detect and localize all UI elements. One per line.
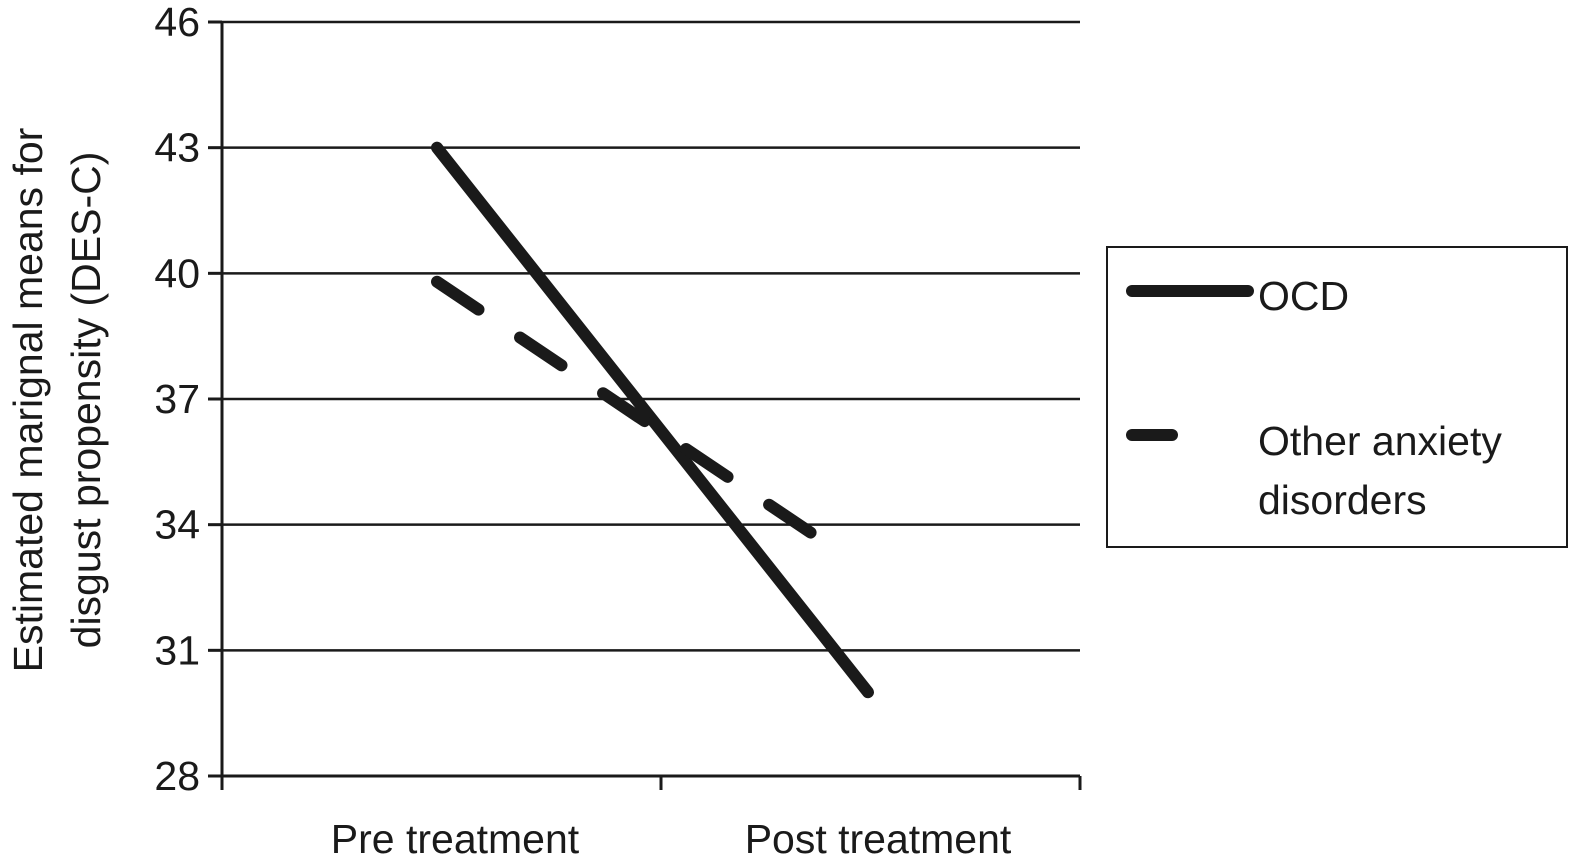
legend-label-other-anxiety-line-2: disorders (1258, 477, 1427, 523)
legend: OCD Other anxiety disorders (1106, 246, 1568, 548)
y-tick-label: 40 (154, 250, 200, 296)
legend-label-ocd: OCD (1258, 273, 1349, 319)
y-ticks: 28 31 34 37 40 43 46 (154, 0, 222, 799)
y-tick-label: 37 (154, 376, 200, 422)
y-tick-label: 46 (154, 0, 200, 45)
y-axis-title: Estimated marignal means for disgust pro… (5, 128, 109, 673)
x-tick-label: Pre treatment (331, 816, 580, 862)
series-line-other-anxiety (431, 275, 836, 552)
y-tick-label: 31 (154, 627, 200, 673)
y-axis-title-line-2: disgust propensity (DES-C) (63, 152, 109, 649)
series (431, 141, 874, 699)
legend-label-other-anxiety-line-1: Other anxiety (1258, 418, 1502, 464)
y-axis-title-line-1: Estimated marignal means for (5, 128, 51, 673)
x-tick-label: Post treatment (745, 816, 1012, 862)
x-ticks: Pre treatment Post treatment (220, 776, 1082, 862)
y-tick-label: 43 (154, 125, 200, 171)
series-line-ocd (431, 141, 874, 699)
y-tick-label: 28 (154, 753, 200, 799)
y-tick-label: 34 (154, 502, 200, 548)
gridlines (222, 20, 1080, 652)
